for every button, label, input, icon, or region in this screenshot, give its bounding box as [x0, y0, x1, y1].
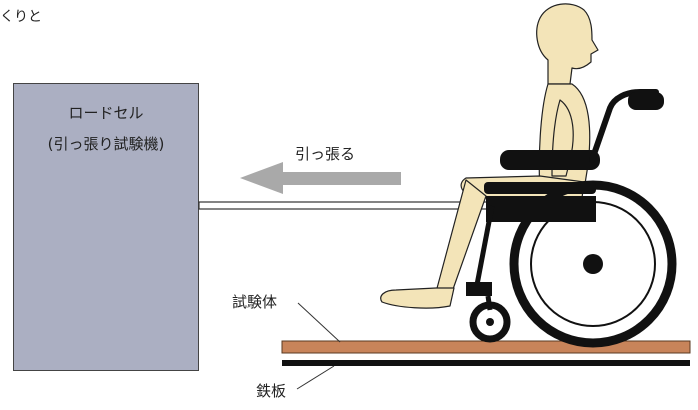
load-cell-title: ロードセル — [68, 104, 144, 122]
pull-arrow — [240, 162, 401, 194]
specimen-board — [281, 340, 691, 354]
load-cell-subtitle: (引っ張り試験機) — [47, 135, 165, 153]
specimen-label: 試験体 — [232, 293, 278, 311]
wheelchair-push-handle — [628, 92, 664, 110]
wheelchair-armrest — [500, 150, 600, 170]
header-text-fragment: くりと — [0, 9, 42, 25]
steel-plate-label: 鉄板 — [256, 382, 287, 400]
steel-plate-leader-line — [296, 365, 335, 390]
wheelchair-footrest — [466, 282, 492, 296]
load-cell-box: ロードセル (引っ張り試験機) — [13, 83, 199, 371]
pull-cable — [198, 201, 490, 210]
wheelchair — [466, 89, 677, 348]
specimen-leader-line — [297, 302, 341, 343]
steel-plate — [282, 360, 690, 366]
pull-label: 引っ張る — [295, 145, 356, 163]
wheelchair-seat — [484, 182, 596, 194]
